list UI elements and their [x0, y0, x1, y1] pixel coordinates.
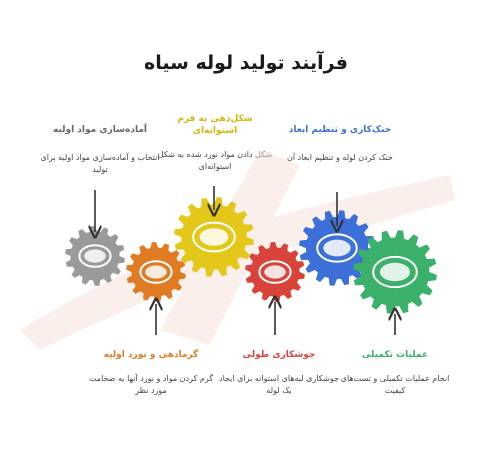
gear-hole-3: [199, 228, 229, 246]
step-1-heading: آماده‌سازی مواد اولیه: [52, 125, 147, 135]
step-1-description: انتخاب و آماده‌سازی مواد اولیه برای تولی…: [40, 153, 160, 174]
step-5-description: خنک کردن لوله و تنظیم ابعاد آن: [287, 153, 393, 162]
gear-hole-1: [84, 249, 106, 263]
step-4-description: جوشکاری لبه‌های استوانه برای ایجاد یک لو…: [219, 374, 339, 395]
step-1-label: آماده‌سازی مواد اولیه انتخاب و آماده‌ساز…: [40, 124, 160, 176]
gear-hole-5: [323, 239, 351, 257]
step-5-heading: خنک‌کاری و تنظیم ابعاد: [288, 125, 392, 135]
diagram-title: فرآیند تولید لوله سیاه: [144, 52, 348, 74]
step-5-label: خنک‌کاری و تنظیم ابعاد خنک کردن لوله و ت…: [280, 124, 400, 164]
step-2-label: گرمادهی و نورد اولیه گرم کردن مواد و نور…: [86, 349, 216, 397]
step-6-description: انجام عملیات تکمیلی و تست‌های کیفیت: [340, 374, 450, 395]
gear-ring-4: [258, 260, 292, 284]
step-3-heading: شکل‌دهی به فرم استوانه‌ای: [177, 114, 253, 136]
step-6-label: عملیات تکمیلی انجام عملیات تکمیلی و تست‌…: [330, 349, 460, 397]
gear-ring-2: [139, 260, 173, 284]
gear-ring-5: [316, 233, 358, 263]
step-2-description: گرم کردن مواد و نورد آنها به ضخامت مورد …: [88, 374, 214, 395]
step-3-description: شکل دادن مواد نورد شده به شکل استوانه‌ای: [157, 150, 273, 171]
step-4-heading: جوشکاری طولی: [242, 350, 316, 360]
step-6-heading: عملیات تکمیلی: [361, 350, 429, 360]
gear-ring-1: [78, 244, 112, 268]
gear-hole-2: [145, 265, 167, 279]
step-4-label: جوشکاری طولی جوشکاری لبه‌های استوانه برا…: [214, 349, 344, 397]
gear-hole-4: [264, 265, 286, 279]
gear-hole-6: [379, 262, 411, 282]
gear-ring-6: [372, 255, 418, 289]
step-2-heading: گرمادهی و نورد اولیه: [103, 350, 199, 360]
gear-ring-3: [192, 221, 236, 253]
step-3-label: شکل‌دهی به فرم استوانه‌ای شکل دادن مواد …: [155, 113, 275, 173]
